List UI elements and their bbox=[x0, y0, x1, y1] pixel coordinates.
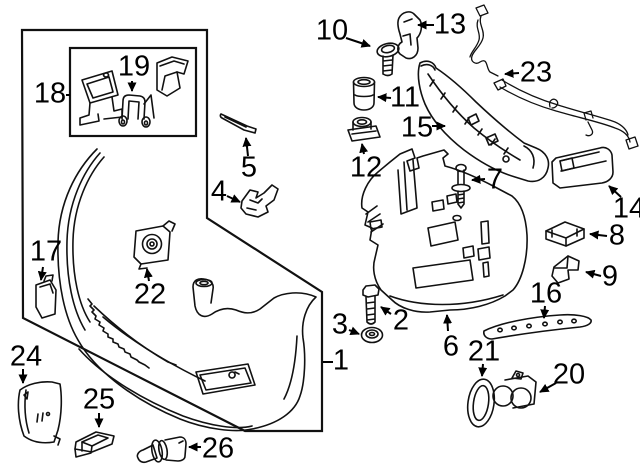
part-23-harness-drawing bbox=[469, 4, 639, 150]
part-8-bracket-drawing bbox=[545, 221, 585, 247]
callout-22[interactable]: 22 bbox=[134, 279, 166, 311]
part-2-bolt-drawing bbox=[362, 284, 380, 325]
part-9-bracket-drawing bbox=[551, 255, 580, 284]
part-17-cover-drawing bbox=[35, 274, 57, 319]
part-24-plate-drawing bbox=[17, 381, 63, 446]
part-20-sensor-drawing bbox=[492, 370, 537, 409]
part-11-bushing-drawing bbox=[352, 76, 376, 111]
part-21-ring-drawing bbox=[466, 378, 496, 428]
part-25-bracket-drawing bbox=[74, 431, 115, 458]
part-1-bumper-cover-drawing bbox=[57, 148, 317, 432]
callout-10[interactable]: 10 bbox=[316, 15, 348, 47]
callout-21[interactable]: 21 bbox=[468, 336, 500, 368]
callout-arrows bbox=[18, 20, 622, 452]
callout-25[interactable]: 25 bbox=[83, 384, 115, 416]
callout-12[interactable]: 12 bbox=[350, 152, 382, 184]
callout-2[interactable]: 2 bbox=[393, 305, 409, 337]
callout-23[interactable]: 23 bbox=[520, 57, 552, 89]
part-5-strip-drawing bbox=[219, 113, 257, 134]
part-26-sensor-drawing bbox=[136, 436, 187, 464]
callout-20[interactable]: 20 bbox=[553, 359, 585, 391]
callout-3[interactable]: 3 bbox=[332, 309, 348, 341]
part-14-bracket-drawing bbox=[551, 146, 614, 189]
callout-11[interactable]: 11 bbox=[390, 82, 420, 114]
callout-24[interactable]: 24 bbox=[10, 341, 42, 373]
callout-4[interactable]: 4 bbox=[211, 176, 227, 208]
callout-16[interactable]: 16 bbox=[530, 278, 562, 310]
callout-8[interactable]: 8 bbox=[609, 220, 625, 252]
part-22-bracket-drawing bbox=[133, 220, 176, 270]
part-15-absorber-drawing bbox=[417, 60, 550, 183]
callout-15[interactable]: 15 bbox=[401, 112, 433, 144]
callout-1[interactable]: 1 bbox=[333, 345, 349, 377]
callout-13[interactable]: 13 bbox=[434, 9, 466, 41]
part-13-bracket-drawing bbox=[397, 11, 423, 60]
callout-18[interactable]: 18 bbox=[34, 78, 66, 110]
part-1-bumper-cover-box bbox=[20, 28, 324, 433]
callout-9[interactable]: 9 bbox=[602, 261, 618, 293]
callout-7[interactable]: 7 bbox=[487, 164, 503, 196]
callout-14[interactable]: 14 bbox=[613, 193, 640, 225]
callout-labels: 1 2 3 4 5 6 7 8 9 10 11 12 13 14 15 16 1… bbox=[10, 9, 640, 465]
part-6-liner-drawing bbox=[360, 148, 528, 313]
part-18-inset-box bbox=[68, 46, 198, 138]
part-3-washer-drawing bbox=[360, 326, 384, 344]
callout-6[interactable]: 6 bbox=[443, 331, 459, 363]
part-4-bracket-drawing bbox=[240, 184, 279, 218]
part-12-nut-drawing bbox=[347, 116, 381, 142]
callout-19[interactable]: 19 bbox=[118, 51, 150, 83]
part-10-screw-drawing bbox=[376, 42, 400, 77]
callout-17[interactable]: 17 bbox=[30, 236, 62, 268]
callout-26[interactable]: 26 bbox=[202, 433, 234, 465]
callout-5[interactable]: 5 bbox=[241, 152, 257, 184]
